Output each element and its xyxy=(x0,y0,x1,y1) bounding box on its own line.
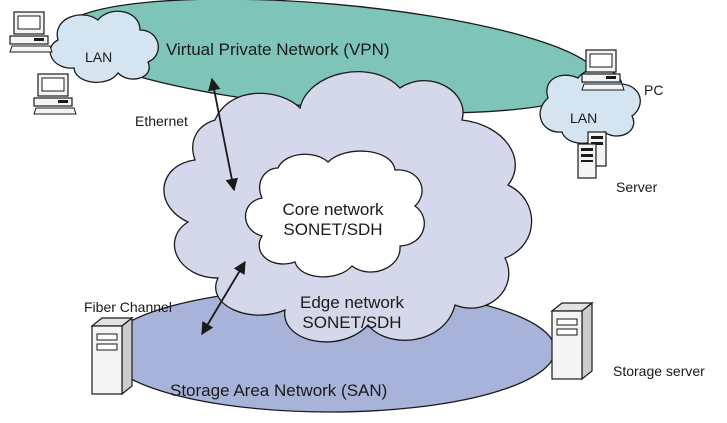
core-network-label: Core network SONET/SDH xyxy=(278,200,388,239)
edge-network-label: Edge network SONET/SDH xyxy=(292,293,412,332)
tower-server-icon xyxy=(577,131,607,179)
server-label: Server xyxy=(616,179,658,195)
edge-network-name: Edge network xyxy=(300,293,404,312)
desktop-pc-icon xyxy=(9,11,53,53)
ethernet-label: Ethernet xyxy=(135,113,188,129)
right-lan-label: LAN xyxy=(570,110,598,126)
tower-server-icon xyxy=(550,301,594,381)
tower-server-icon xyxy=(90,316,134,396)
ethernet-link-arrow xyxy=(208,77,238,192)
pc-label: PC xyxy=(644,82,664,98)
core-network-name: Core network xyxy=(282,200,384,219)
desktop-pc-icon xyxy=(581,49,625,91)
vpn-label: Virtual Private Network (VPN) xyxy=(166,40,390,59)
core-network-protocol: SONET/SDH xyxy=(283,219,383,239)
left-lan-cloud xyxy=(49,10,159,84)
fiber-channel-link-arrow xyxy=(201,260,246,336)
storage-server-label: Storage server xyxy=(613,363,705,379)
core-network-cloud xyxy=(245,150,425,278)
desktop-pc-icon xyxy=(33,73,77,115)
san-label: Storage Area Network (SAN) xyxy=(170,381,388,400)
left-lan-label: LAN xyxy=(85,49,113,65)
edge-network-protocol: SONET/SDH xyxy=(302,312,402,332)
fiber-channel-label: Fiber Channel xyxy=(84,299,172,315)
